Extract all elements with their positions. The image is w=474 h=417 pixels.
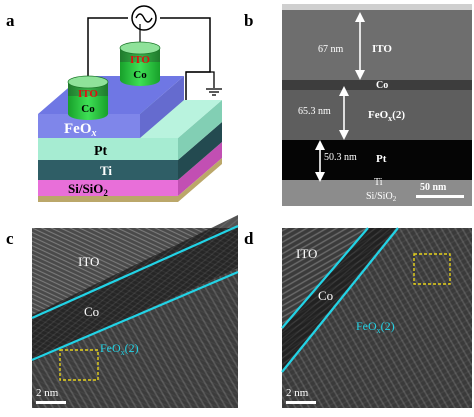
b-si-label: Si/SiO2 (366, 191, 397, 203)
electrode-left: ITO Co (67, 75, 109, 120)
panel-letter-c: c (6, 229, 14, 248)
b-pt-thickness: 50.3 nm (324, 152, 357, 163)
c-highlight-box (59, 349, 99, 381)
panel-c: c ITO Co FeOx(2) 2 nm (6, 215, 239, 408)
b-ti-label: Ti (374, 177, 383, 188)
b-feo-thickness: 65.3 nm (298, 106, 331, 117)
ground-icon (206, 88, 222, 96)
b-scale-label: 50 nm (420, 182, 447, 193)
d-scale-bar (286, 401, 316, 404)
electrode-right-co: Co (133, 69, 147, 81)
layer-si-label: Si/SiO2 (68, 181, 108, 198)
electrode-left-co: Co (81, 103, 95, 115)
layer-ti-label: Ti (100, 163, 112, 178)
b-scale-bar (416, 195, 464, 198)
c-ito-label: ITO (78, 254, 99, 269)
b-feo-label: FeOx(2) (368, 109, 405, 123)
layer-pt-label: Pt (94, 144, 108, 159)
c-feo-label: FeOx(2) (100, 341, 139, 357)
b-pt-label: Pt (376, 153, 387, 165)
layer-feo-label: FeOx (64, 121, 97, 139)
c-scale-label: 2 nm (36, 387, 59, 399)
panel-letter-a: a (6, 11, 15, 30)
d-feo-label: FeOx(2) (356, 319, 395, 335)
panel-d: d ITO Co FeOx(2) 2 nm (244, 227, 472, 408)
panel-b: b 67 nm ITO Co 65.3 nm FeOx(2) 50.3 nm P… (244, 4, 472, 206)
panel-letter-d: d (244, 229, 254, 248)
d-ito-label: ITO (296, 246, 317, 261)
panel-a: a (6, 5, 222, 202)
c-co-label: Co (84, 304, 99, 319)
b-ito-thickness: 67 nm (318, 44, 344, 55)
ac-source (87, 5, 222, 112)
b-co-label: Co (376, 80, 388, 91)
panel-letter-b: b (244, 11, 253, 30)
electrode-right: ITO Co (119, 41, 161, 86)
b-ito-label: ITO (372, 43, 392, 55)
c-scale-bar (36, 401, 66, 404)
electrode-left-ito: ITO (78, 88, 98, 100)
d-scale-label: 2 nm (286, 387, 309, 399)
d-co-label: Co (318, 288, 333, 303)
d-highlight-box (413, 253, 451, 285)
electrode-right-ito: ITO (130, 54, 150, 66)
